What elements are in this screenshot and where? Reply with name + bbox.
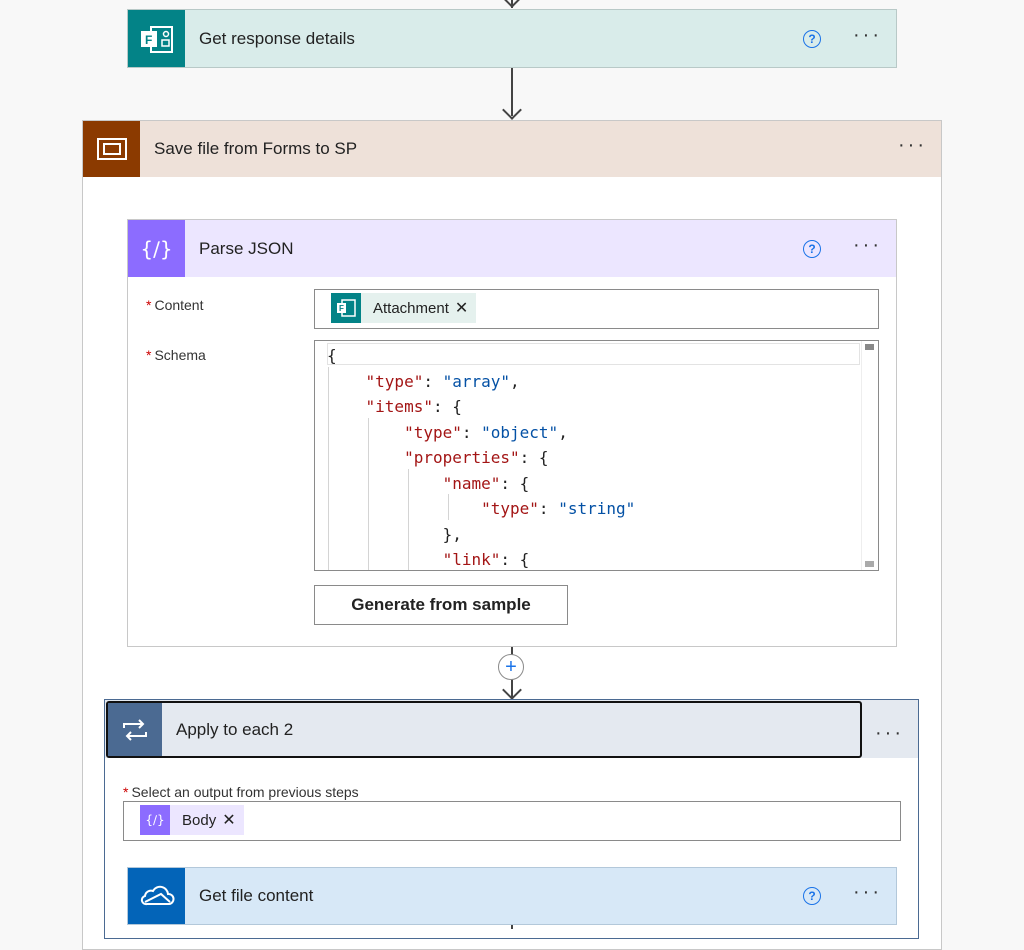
content-field[interactable]: F Attachment ✕ [314,289,879,329]
connector-line [511,925,513,929]
attachment-token[interactable]: F Attachment ✕ [331,293,477,323]
indent-guide [328,367,329,570]
more-options-icon[interactable]: ··· [875,722,904,744]
more-options-icon[interactable]: ··· [853,881,882,903]
indent-guide [368,418,369,570]
step-title: Apply to each 2 [176,719,294,739]
help-icon[interactable]: ? [803,239,822,258]
forms-icon: F [331,293,361,323]
apply-to-each-header[interactable]: Apply to each 2 [106,701,862,758]
indent-guide [448,494,449,520]
step-title: Get file content [199,886,314,905]
generate-from-sample-button[interactable]: Generate from sample [314,585,568,625]
arrow-icon [502,0,522,8]
connector-line [511,0,513,8]
schema-code[interactable]: { "type": "array", "items": { "type": "o… [327,346,636,569]
remove-token-icon[interactable]: ✕ [222,812,236,829]
scope-title: Save file from Forms to SP [154,139,358,158]
step-title: Get response details [199,28,355,48]
select-output-field[interactable]: {∕} Body ✕ [123,801,901,841]
content-label: *Content [146,297,204,313]
add-step-button[interactable]: + [498,654,524,680]
token-label: Body [182,811,217,829]
get-file-content-card[interactable]: Get file content ? ··· [127,867,897,925]
current-line-highlight [327,343,860,365]
arrow-icon [502,100,522,120]
parse-json-card: {∕} Parse JSON ? ··· *Content F Attachme… [127,219,897,647]
loop-icon [108,703,162,756]
scroll-thumb[interactable] [865,344,874,350]
connector-line [511,68,513,116]
svg-text:F: F [339,304,344,313]
help-icon[interactable]: ? [803,887,822,905]
svg-text:F: F [145,33,152,47]
token-label: Attachment [373,299,449,317]
body-token[interactable]: {∕} Body ✕ [140,805,244,835]
remove-token-icon[interactable]: ✕ [454,300,469,317]
forms-icon: F [128,10,185,67]
scope-icon [83,121,140,177]
more-options-icon[interactable]: ··· [898,134,927,156]
select-output-label: *Select an output from previous steps [123,784,359,800]
get-response-details-card[interactable]: F Get response details ? ··· [127,9,897,68]
more-options-icon[interactable]: ··· [853,23,882,46]
indent-guide [408,469,409,570]
schema-label: *Schema [146,347,206,363]
editor-scrollbar[interactable] [861,341,878,570]
data-operation-icon: {∕} [128,220,185,277]
onedrive-icon [128,868,185,924]
parse-json-header[interactable]: {∕} Parse JSON ? ··· [128,220,896,277]
schema-editor[interactable]: { "type": "array", "items": { "type": "o… [314,340,879,571]
scope-header[interactable]: Save file from Forms to SP ··· [83,121,941,177]
data-operation-icon: {∕} [140,805,170,835]
scroll-end [865,561,874,567]
help-icon[interactable]: ? [803,29,822,48]
step-title: Parse JSON [199,238,294,258]
add-icon: + [505,656,517,678]
more-options-icon[interactable]: ··· [853,233,882,256]
